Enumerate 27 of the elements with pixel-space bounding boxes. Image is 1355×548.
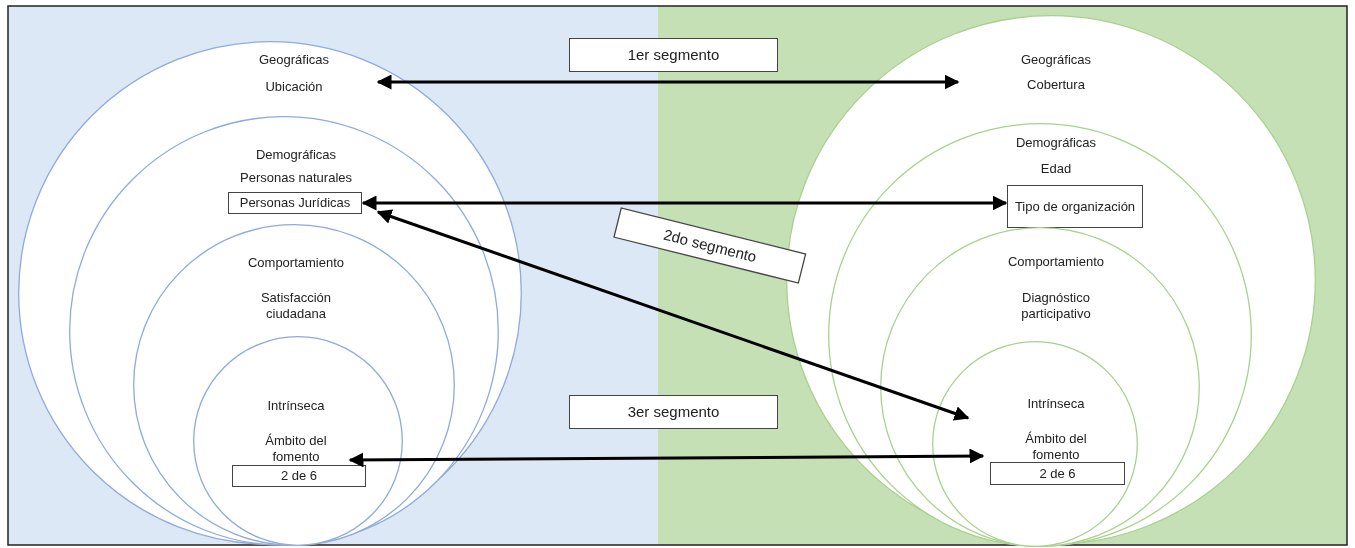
category-heading: Demográficas [254, 147, 338, 163]
category-heading: Intrínseca [1026, 396, 1086, 412]
category-text: Diagnóstico participativo [1020, 290, 1092, 322]
category-heading: Demográficas [1014, 135, 1098, 151]
segment-box: 1er segmento [569, 38, 778, 72]
category-text: Satisfacción ciudadana [259, 290, 333, 322]
double-arrow [361, 195, 1008, 211]
double-arrow [348, 448, 985, 468]
category-text: Cobertura [1026, 77, 1086, 93]
category-text: Ubicación [264, 79, 324, 95]
text-box: Tipo de organización [1007, 185, 1143, 228]
category-heading: Geográficas [1019, 52, 1093, 68]
category-text: Ámbito del fomento [264, 433, 328, 465]
double-arrow [376, 74, 960, 90]
text-box: Personas Jurídicas [228, 192, 362, 214]
category-text: Ámbito del fomento [1024, 431, 1088, 463]
category-text: Edad [1039, 161, 1073, 177]
category-text: Personas naturales [239, 170, 353, 186]
category-heading: Intrínseca [266, 398, 326, 414]
text-box: 2 de 6 [232, 465, 366, 487]
category-heading: Comportamiento [246, 255, 346, 271]
category-heading: Comportamiento [1006, 254, 1106, 270]
text-box: 2 de 6 [990, 462, 1125, 485]
double-arrow [376, 209, 970, 421]
segment-label: 2do segmento [661, 226, 759, 266]
category-heading: Geográficas [257, 52, 331, 68]
segment-box: 3er segmento [569, 395, 778, 429]
